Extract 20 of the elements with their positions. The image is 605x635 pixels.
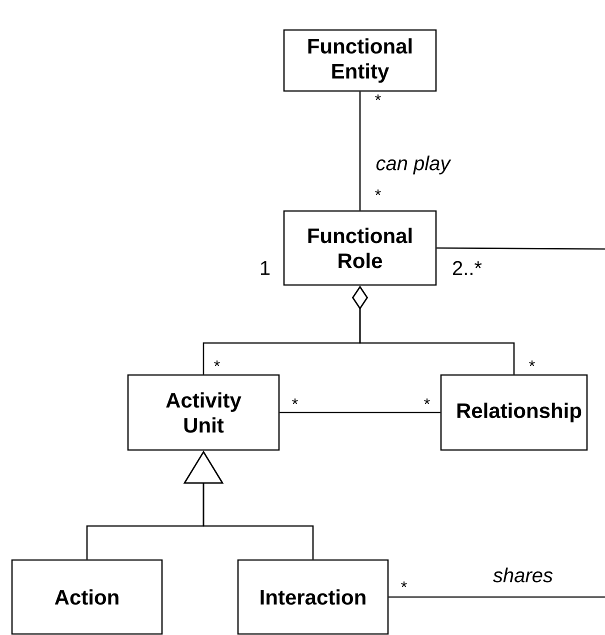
association-line xyxy=(388,596,605,598)
multiplicity-label: * xyxy=(401,582,407,588)
class-box: Functional Entity xyxy=(283,29,437,92)
association-line xyxy=(436,247,605,250)
multiplicity-label: * xyxy=(214,360,220,366)
multiplicity-label: * xyxy=(375,190,381,196)
class-box: Action xyxy=(11,559,163,635)
class-box: Interaction xyxy=(237,559,389,635)
multiplicity-label: * xyxy=(375,94,381,100)
class-box: Relationship xyxy=(440,374,588,451)
association-line xyxy=(359,92,361,210)
edge-label: shares xyxy=(492,566,554,584)
multiplicity-label: * xyxy=(529,360,535,366)
association-line xyxy=(280,412,440,414)
class-box: Functional Role xyxy=(283,210,437,286)
multiplicity-label: * xyxy=(292,398,298,404)
edge-label: can play xyxy=(374,154,452,176)
class-box: Activity Unit xyxy=(127,374,280,451)
multiplicity-label: * xyxy=(424,398,430,404)
multiplicity-label: 2..* xyxy=(453,261,482,275)
